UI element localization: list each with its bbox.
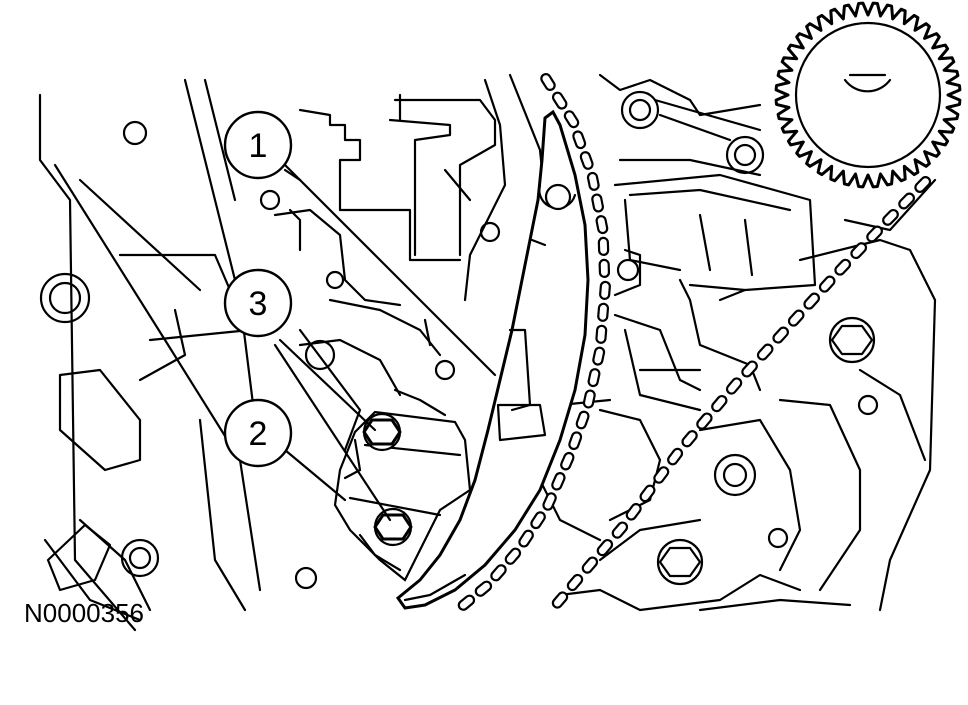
chain-link bbox=[551, 91, 568, 110]
chain-link bbox=[818, 275, 836, 293]
chain-link bbox=[681, 430, 698, 448]
chain-link bbox=[756, 343, 774, 361]
chain-link bbox=[530, 511, 546, 530]
engine-block-linework bbox=[38, 1, 962, 632]
chain-link bbox=[560, 451, 575, 471]
callout-2-label: 2 bbox=[249, 415, 268, 453]
timing-chain bbox=[457, 73, 932, 611]
chain-link bbox=[850, 242, 868, 260]
chain-link bbox=[551, 591, 569, 609]
chain-link bbox=[882, 208, 899, 226]
chain-link bbox=[741, 360, 758, 378]
chain-link bbox=[834, 258, 852, 276]
chain-link bbox=[725, 377, 743, 395]
callout-3-label: 3 bbox=[249, 285, 268, 323]
chain-link bbox=[504, 547, 522, 565]
chain-link bbox=[595, 215, 609, 235]
callout-1-label: 1 bbox=[249, 127, 268, 165]
chain-link bbox=[563, 110, 580, 129]
chain-link bbox=[787, 309, 805, 327]
chain-link bbox=[490, 564, 507, 582]
chain-link bbox=[611, 521, 629, 539]
chain-link bbox=[542, 492, 557, 511]
chain-link bbox=[711, 394, 728, 413]
chain-link bbox=[599, 280, 611, 300]
chain-link bbox=[518, 529, 534, 548]
bolt-lower bbox=[373, 507, 413, 547]
chain-link bbox=[566, 573, 584, 592]
chain-link bbox=[551, 472, 566, 491]
callout-2: 2 bbox=[223, 398, 293, 468]
chain-link bbox=[592, 346, 606, 366]
chain-link bbox=[653, 466, 670, 484]
chain-link bbox=[587, 368, 601, 388]
chain-link bbox=[696, 412, 713, 430]
chain-link bbox=[540, 73, 556, 91]
chain-link bbox=[597, 302, 610, 322]
chain-link bbox=[898, 192, 915, 210]
callout-1: 1 bbox=[223, 110, 293, 180]
chain-link bbox=[866, 225, 883, 243]
chain-link bbox=[596, 538, 614, 557]
chain-link bbox=[914, 176, 932, 193]
chain-guide bbox=[395, 109, 590, 610]
chain-link bbox=[582, 389, 596, 409]
callout-leaders bbox=[273, 163, 497, 522]
chain-link bbox=[586, 171, 600, 191]
bolt-upper bbox=[362, 412, 402, 452]
chain-link bbox=[568, 431, 583, 451]
chain-link bbox=[457, 594, 476, 611]
chain-link bbox=[581, 556, 599, 574]
chain-link bbox=[667, 447, 684, 466]
chain-link bbox=[598, 258, 611, 278]
chain-link bbox=[575, 410, 590, 430]
chain-link bbox=[474, 580, 493, 597]
chain-link bbox=[625, 503, 642, 521]
chain-link bbox=[639, 484, 656, 503]
chain-link bbox=[803, 292, 820, 310]
cam-sprocket bbox=[774, 1, 962, 189]
chain-link bbox=[572, 130, 587, 150]
chain-link bbox=[579, 151, 594, 170]
chain-link bbox=[595, 324, 608, 344]
chain-link bbox=[772, 326, 790, 344]
callout-3: 3 bbox=[223, 268, 293, 338]
chain-link bbox=[591, 193, 604, 213]
figure-code: N0000356 bbox=[24, 598, 144, 628]
chain-link bbox=[597, 236, 610, 256]
